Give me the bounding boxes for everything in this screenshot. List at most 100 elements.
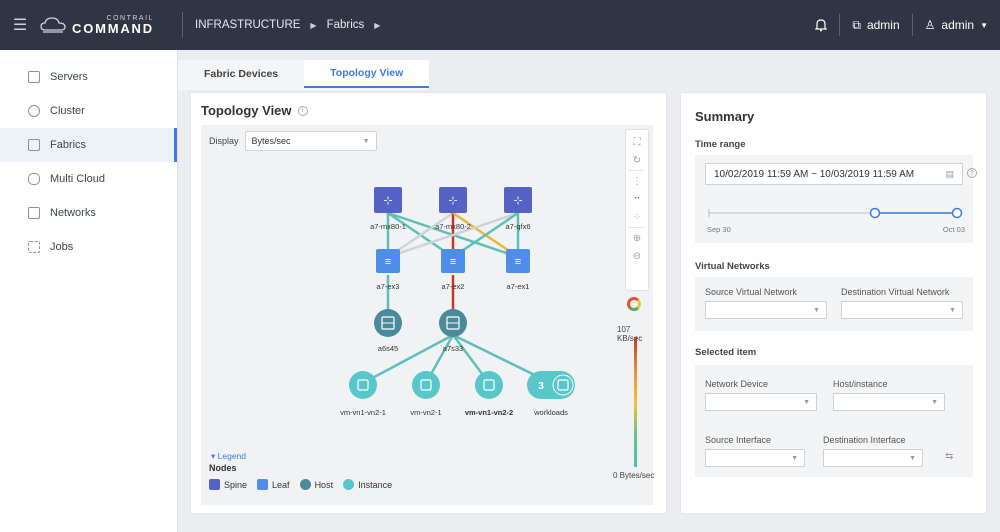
dst-vn-select[interactable]: ▼ [841, 301, 963, 319]
sidebar-item-networks[interactable]: Networks [0, 196, 177, 230]
spine-node-2[interactable]: ⊹ a7-mx80-2 [435, 187, 471, 231]
topology-canvas[interactable]: Display Bytes/sec ▼ [201, 125, 654, 505]
breadcrumb-arrow-icon[interactable]: ▶ [374, 20, 381, 30]
display-select[interactable]: Bytes/sec ▼ [244, 131, 377, 151]
info-icon[interactable]: i [297, 105, 308, 116]
instance-label: vm-vn1-vn2-2 [465, 408, 513, 417]
spine-node-1[interactable]: ⊹ a7-mx80-1 [370, 187, 406, 231]
svg-text:⊹: ⊹ [513, 195, 522, 207]
sidebar-item-label: Servers [50, 71, 88, 83]
display-label: Display [209, 136, 239, 146]
swap-icon[interactable]: ⇆ [945, 451, 954, 462]
breadcrumb-infrastructure[interactable]: INFRASTRUCTURE [195, 19, 301, 31]
breadcrumb-fabrics[interactable]: Fabrics [326, 19, 365, 31]
src-vn-select[interactable]: ▼ [705, 301, 827, 319]
svg-text:≡: ≡ [450, 256, 456, 268]
summary-panel: Summary Time range 10/02/2019 11:59 AM ~… [680, 92, 987, 514]
divider [629, 170, 645, 171]
nodes-title: Nodes [209, 463, 237, 473]
zoom-in-icon[interactable]: ⊕ [632, 232, 642, 244]
slider-start-handle[interactable] [869, 207, 881, 219]
slider-end-handle[interactable] [951, 207, 963, 219]
sidebar-item-jobs[interactable]: Jobs [0, 230, 177, 264]
legend: Spine Leaf Host Instance [209, 479, 392, 490]
chevron-down-icon: ▼ [362, 137, 370, 145]
legend-item-instance: Instance [343, 479, 392, 490]
leaf-node-2[interactable]: ≡ a7-ex2 [441, 249, 465, 291]
fit-screen-icon[interactable]: ⛶ [633, 136, 641, 148]
dst-interface-select[interactable]: ▼ [823, 449, 923, 467]
server-icon [28, 71, 40, 83]
fabric-icon [28, 139, 40, 151]
menu-icon[interactable]: ☰ [12, 17, 28, 34]
tab-bar: Fabric Devices Topology View [178, 60, 430, 90]
legend-toggle[interactable]: ▾ Legend [211, 451, 247, 461]
svg-text:⊹: ⊹ [448, 195, 457, 207]
leaf-swatch-icon [257, 479, 269, 490]
user-icon: ♙ [924, 18, 936, 32]
time-slider[interactable] [707, 203, 967, 223]
tab-topology-view[interactable]: Topology View [304, 60, 430, 88]
host-instance-label: Host/instance [833, 379, 888, 389]
virtual-networks-label: Virtual Networks [695, 261, 770, 272]
sidebar-item-cluster[interactable]: Cluster [0, 94, 177, 128]
network-device-select[interactable]: ▼ [705, 393, 817, 411]
scatter-layout-icon[interactable]: ⁘ [632, 211, 642, 223]
color-scale-bar [634, 337, 637, 467]
legend-link-label: Legend [217, 451, 247, 461]
instance-node-3[interactable]: vm-vn1-vn2-2 [465, 371, 513, 417]
leaf-node-1[interactable]: ≡ a7-ex3 [376, 249, 400, 291]
sidebar-item-multi-cloud[interactable]: Multi Cloud [0, 162, 177, 196]
cluster-user-menu[interactable]: ⧉ admin [840, 18, 911, 33]
vertical-layout-icon[interactable]: ⋮ [632, 175, 642, 187]
divider [182, 12, 183, 38]
logo-big-text: COMMAND [72, 21, 154, 36]
sidebar-item-label: Multi Cloud [50, 173, 106, 185]
divider [629, 227, 645, 228]
cloud-icon [28, 173, 40, 185]
chevron-down-icon: ▼ [949, 306, 956, 314]
horizontal-layout-icon[interactable]: ⠒ [633, 193, 641, 205]
network-icon [28, 207, 40, 219]
spine-label: a7-mx80-1 [370, 222, 406, 231]
zoom-out-icon[interactable]: ⊖ [632, 250, 642, 262]
instance-node-1[interactable]: vm-vn1-vn2-1 [340, 371, 386, 417]
link-line[interactable] [362, 333, 454, 385]
color-scale-icon[interactable] [627, 297, 641, 311]
chevron-down-icon: ▼ [803, 398, 810, 406]
sidebar-item-servers[interactable]: Servers [0, 60, 177, 94]
topology-graph[interactable]: ⊹ a7-mx80-1 ⊹ a7-mx80-2 ⊹ a7-qfx6 ≡ a7-e… [201, 125, 611, 445]
date-range-value: 10/02/2019 11:59 AM ~ 10/03/2019 11:59 A… [714, 168, 915, 180]
svg-text:≡: ≡ [385, 256, 391, 268]
refresh-icon[interactable]: ↻ [632, 154, 642, 166]
host-node-1[interactable]: a6s45 [374, 309, 402, 353]
network-device-label: Network Device [705, 379, 769, 389]
host-node-2[interactable]: a7s33 [439, 309, 467, 353]
sidebar-item-fabrics[interactable]: Fabrics [0, 128, 177, 162]
user-menu[interactable]: ♙ admin ▼ [913, 18, 1000, 32]
legend-label: Instance [358, 479, 393, 490]
time-range-box: 10/02/2019 11:59 AM ~ 10/03/2019 11:59 A… [695, 155, 977, 243]
workloads-node[interactable]: 3 workloads [527, 371, 575, 417]
svg-text:⊹: ⊹ [383, 195, 392, 207]
sidebar-item-label: Networks [50, 207, 96, 219]
link-line[interactable] [387, 211, 519, 259]
chevron-down-icon: ▼ [909, 454, 916, 462]
notifications-bell-icon[interactable] [803, 18, 839, 32]
app-logo[interactable]: CONTRAIL COMMAND [40, 15, 170, 35]
user-label: admin [941, 18, 975, 32]
spine-node-3[interactable]: ⊹ a7-qfx6 [504, 187, 532, 231]
leaf-node-3[interactable]: ≡ a7-ex1 [506, 249, 530, 291]
sidebar-item-label: Jobs [50, 241, 74, 253]
instance-node-2[interactable]: vm-vn2-1 [410, 371, 442, 417]
leaf-label: a7-ex2 [442, 282, 465, 291]
date-range-input[interactable]: 10/02/2019 11:59 AM ~ 10/03/2019 11:59 A… [705, 163, 963, 185]
slider-start-label: Sep 30 [707, 225, 731, 234]
host-instance-select[interactable]: ▼ [833, 393, 945, 411]
src-interface-select[interactable]: ▼ [705, 449, 805, 467]
help-icon[interactable]: ? [967, 168, 977, 178]
virtual-networks-box: Source Virtual Network Destination Virtu… [695, 277, 973, 331]
display-value: Bytes/sec [251, 136, 291, 146]
tab-fabric-devices[interactable]: Fabric Devices [204, 68, 279, 80]
spine-label: a7-qfx6 [505, 222, 530, 231]
